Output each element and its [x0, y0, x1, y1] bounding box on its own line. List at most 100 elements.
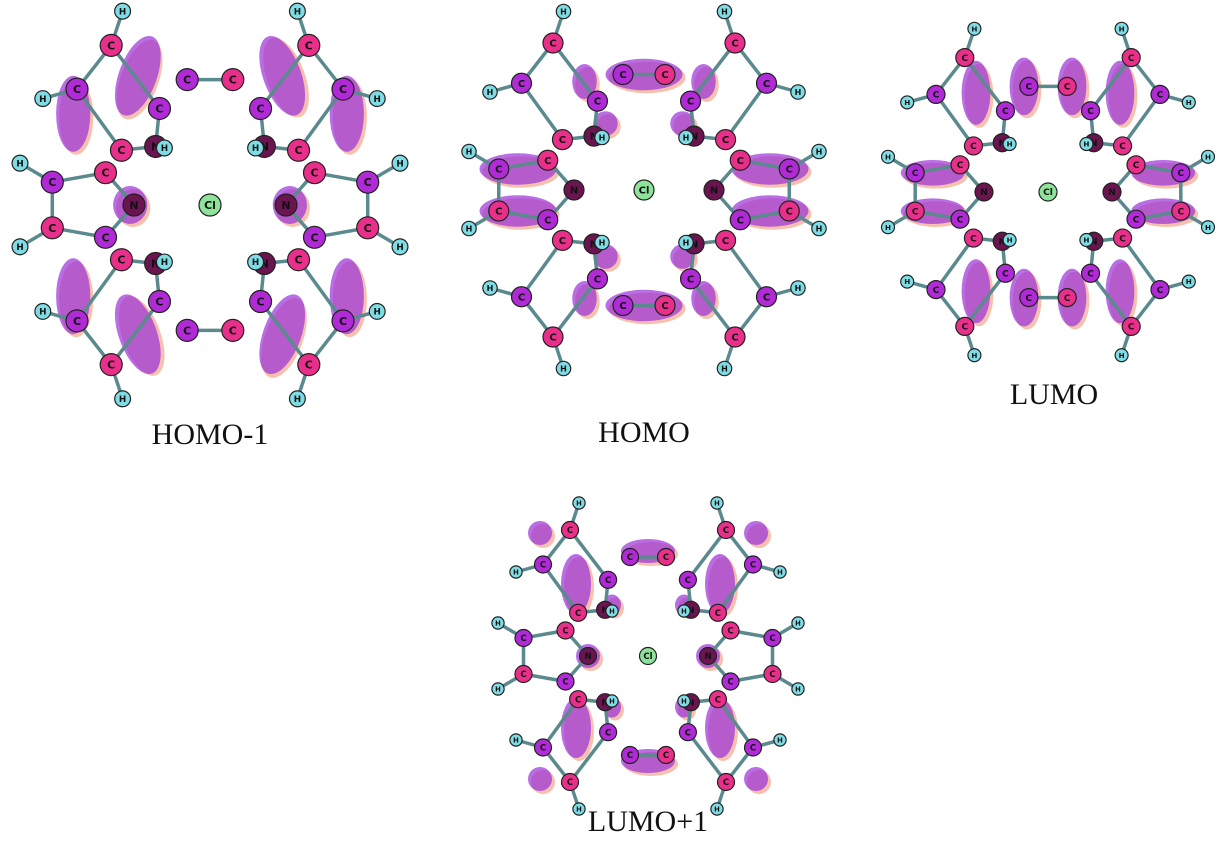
atom-sphere [1102, 182, 1122, 202]
atom-sphere [1114, 348, 1129, 363]
atom-label: H [1186, 277, 1192, 286]
atom-sphere [1200, 149, 1216, 164]
atom-sphere [297, 353, 321, 377]
atom-label: C [715, 695, 721, 705]
atom-label: C [957, 215, 964, 225]
atom-label: C [933, 286, 940, 296]
atom-n: N [698, 646, 718, 666]
atom-sphere [654, 63, 676, 86]
atom-h: H [1002, 136, 1017, 152]
bond [551, 41, 600, 103]
atom-label: Cl [639, 186, 650, 197]
atom-label: C [257, 295, 265, 308]
atom-sphere [716, 3, 733, 20]
atom-label: C [627, 553, 633, 563]
atom-sphere [880, 220, 896, 235]
atom-sphere [368, 302, 386, 320]
atom-h: H [461, 143, 477, 160]
atom-label: H [487, 88, 494, 97]
atom-label: H [904, 98, 910, 107]
atom-c: C [1080, 101, 1101, 121]
atom-sphere [1080, 263, 1101, 283]
atom-label: Cl [204, 199, 216, 212]
atom-c: C [926, 84, 946, 105]
atom-h: H [1114, 21, 1129, 36]
atom-sphere [1200, 220, 1216, 235]
atom-label: C [715, 609, 721, 619]
atom-sphere [605, 604, 619, 618]
atom-sphere [99, 353, 123, 377]
atom-c: C [755, 72, 778, 94]
atom-label: C [619, 301, 626, 312]
atom-c: C [109, 138, 134, 162]
atom-c: C [560, 772, 580, 792]
atom-label: C [970, 234, 977, 244]
atom-sphere [247, 253, 265, 271]
atom-c: C [905, 201, 925, 221]
atom-sphere [679, 268, 702, 290]
atom-c: C [1150, 280, 1170, 300]
atom-sphere [778, 200, 800, 222]
atom-sphere [950, 209, 970, 229]
atom-c: C [40, 216, 64, 240]
atom-c: C [537, 209, 559, 231]
atom-label: C [155, 295, 163, 308]
atom-label: C [229, 74, 237, 87]
atom-sphere [542, 326, 564, 348]
atom-h: H [716, 3, 733, 20]
atom-sphere [811, 143, 827, 160]
atom-c: C [1080, 263, 1101, 283]
atom-label: N [704, 652, 711, 662]
atom-sphere [99, 33, 123, 58]
atom-cl: Cl [1038, 182, 1058, 202]
atom-h: H [482, 280, 498, 296]
orbital-lobe-phase-a [528, 767, 552, 791]
atom-c: C [729, 149, 751, 171]
atom-sphere [716, 520, 736, 540]
atom-label: C [257, 102, 265, 115]
atom-c: C [1171, 163, 1191, 183]
atom-h: H [716, 360, 733, 377]
atom-label: C [1157, 91, 1164, 101]
atom-sphere [65, 77, 89, 101]
bond [963, 55, 1008, 113]
atom-c: C [763, 628, 782, 648]
atom-label: C [1133, 161, 1140, 171]
atom-label: C [685, 728, 691, 738]
atom-c: C [99, 353, 123, 377]
atom-sphere [514, 664, 533, 684]
atom-label: C [1177, 207, 1184, 217]
atom-label: H [495, 685, 501, 693]
atom-h: H [605, 604, 619, 618]
atom-h: H [605, 694, 619, 708]
atom-c: C [708, 603, 727, 622]
atom-c: C [599, 570, 618, 589]
bond [963, 271, 1008, 329]
atom-sphere [288, 390, 306, 408]
atom-sphere [221, 318, 245, 342]
atom-c: C [716, 772, 736, 792]
atom-c: C [950, 209, 970, 229]
bond [686, 528, 728, 582]
atom-c: C [1126, 209, 1146, 229]
atom-n: N [1102, 182, 1122, 202]
atom-label: H [294, 7, 301, 17]
atom-label: H [971, 24, 977, 33]
atom-label: H [294, 395, 301, 405]
atom-h: H [1114, 348, 1129, 363]
atom-h: H [1181, 95, 1196, 110]
atom-n: N [974, 182, 994, 202]
atom-label: C [520, 634, 526, 644]
atom-h: H [811, 220, 827, 237]
orbital-lobe-phase-a [528, 521, 552, 545]
atom-h: H [368, 90, 386, 108]
atom-label: C [723, 778, 729, 788]
atom-sphere [482, 84, 498, 100]
atom-sphere [1171, 163, 1191, 183]
atom-label: C [750, 561, 756, 571]
atom-label: C [1002, 270, 1009, 280]
atom-label: C [117, 254, 125, 267]
atom-label: N [260, 140, 269, 153]
atom-sphere [65, 309, 89, 333]
